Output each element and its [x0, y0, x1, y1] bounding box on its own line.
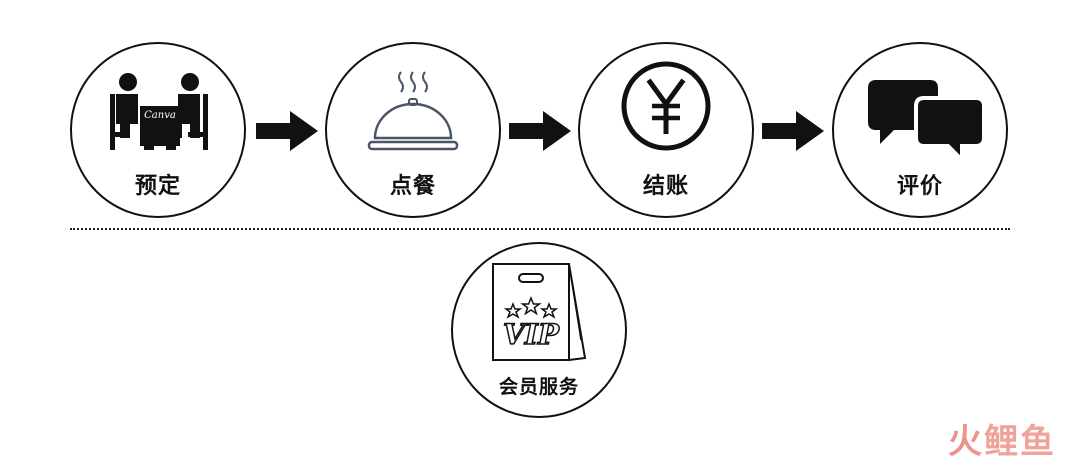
- dining-table-icon: Canva: [110, 73, 208, 150]
- arrow-right-icon: [509, 111, 571, 151]
- svg-text:VIP: VIP: [503, 318, 560, 351]
- step-circle-reserve: Canva 预定: [70, 42, 246, 218]
- divider-dotted: [70, 228, 1010, 230]
- step-label-reserve: 预定: [134, 173, 181, 199]
- service-label-vip: 会员服务: [498, 376, 579, 398]
- step-circle-checkout: 结账: [578, 42, 754, 218]
- step-circle-review: 评价: [832, 42, 1008, 218]
- service-circle-vip: VIP 会员服务: [451, 242, 627, 418]
- arrow-right-icon: [256, 111, 318, 151]
- step-label-order: 点餐: [389, 173, 436, 199]
- watermark-logo: 火鲤鱼: [948, 414, 1056, 463]
- vip-bag-icon: VIP: [492, 263, 587, 362]
- watermark-first-char: 火: [948, 422, 984, 462]
- step-label-checkout: 结账: [642, 173, 689, 199]
- yuan-coin-icon: [621, 61, 711, 151]
- cloche-icon: [367, 71, 459, 151]
- step-label-review: 评价: [896, 173, 943, 199]
- arrow-right-icon: [762, 111, 824, 151]
- speech-bubbles-icon: [868, 80, 986, 165]
- step-circle-order: 点餐: [325, 42, 501, 218]
- svg-text:Canva: Canva: [144, 110, 176, 121]
- watermark-rest: 鲤鱼: [984, 422, 1056, 462]
